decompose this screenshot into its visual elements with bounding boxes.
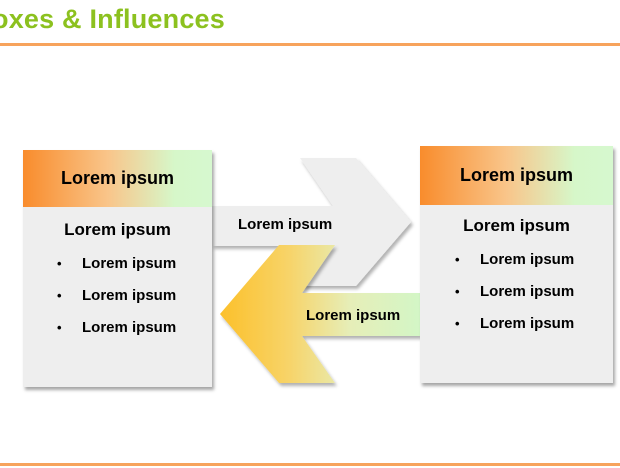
bullet-icon: • xyxy=(455,316,460,331)
right-box-bullets: •Lorem ipsum •Lorem ipsum •Lorem ipsum xyxy=(455,250,574,346)
slide-title: oxes & Influences xyxy=(0,4,225,34)
bullet-icon: • xyxy=(57,320,62,335)
list-item: •Lorem ipsum xyxy=(57,255,177,272)
list-item: •Lorem ipsum xyxy=(57,319,177,336)
list-item: •Lorem ipsum xyxy=(455,283,575,300)
title-divider xyxy=(0,43,620,46)
bullet-icon: • xyxy=(57,256,62,271)
arrow-to-left xyxy=(220,245,420,383)
left-box-bullets: •Lorem ipsum •Lorem ipsum •Lorem ipsum xyxy=(57,254,176,350)
right-box: Lorem ipsum Lorem ipsum •Lorem ipsum •Lo… xyxy=(420,146,613,383)
list-item: •Lorem ipsum xyxy=(455,251,575,268)
arrow-to-right-label: Lorem ipsum xyxy=(238,216,333,233)
right-box-header: Lorem ipsum xyxy=(420,146,613,205)
left-box: Lorem ipsum Lorem ipsum •Lorem ipsum •Lo… xyxy=(23,150,212,387)
list-item: •Lorem ipsum xyxy=(455,315,575,332)
left-box-header: Lorem ipsum xyxy=(23,150,212,207)
bullet-icon: • xyxy=(455,252,460,267)
arrow-to-right xyxy=(212,158,411,286)
footer-divider xyxy=(0,463,620,466)
right-box-subheading: Lorem ipsum xyxy=(463,216,570,235)
bullet-icon: • xyxy=(57,288,62,303)
bullet-icon: • xyxy=(455,284,460,299)
left-box-subheading: Lorem ipsum xyxy=(64,220,171,239)
arrow-to-left-label: Lorem ipsum xyxy=(306,307,401,324)
list-item: •Lorem ipsum xyxy=(57,287,177,304)
